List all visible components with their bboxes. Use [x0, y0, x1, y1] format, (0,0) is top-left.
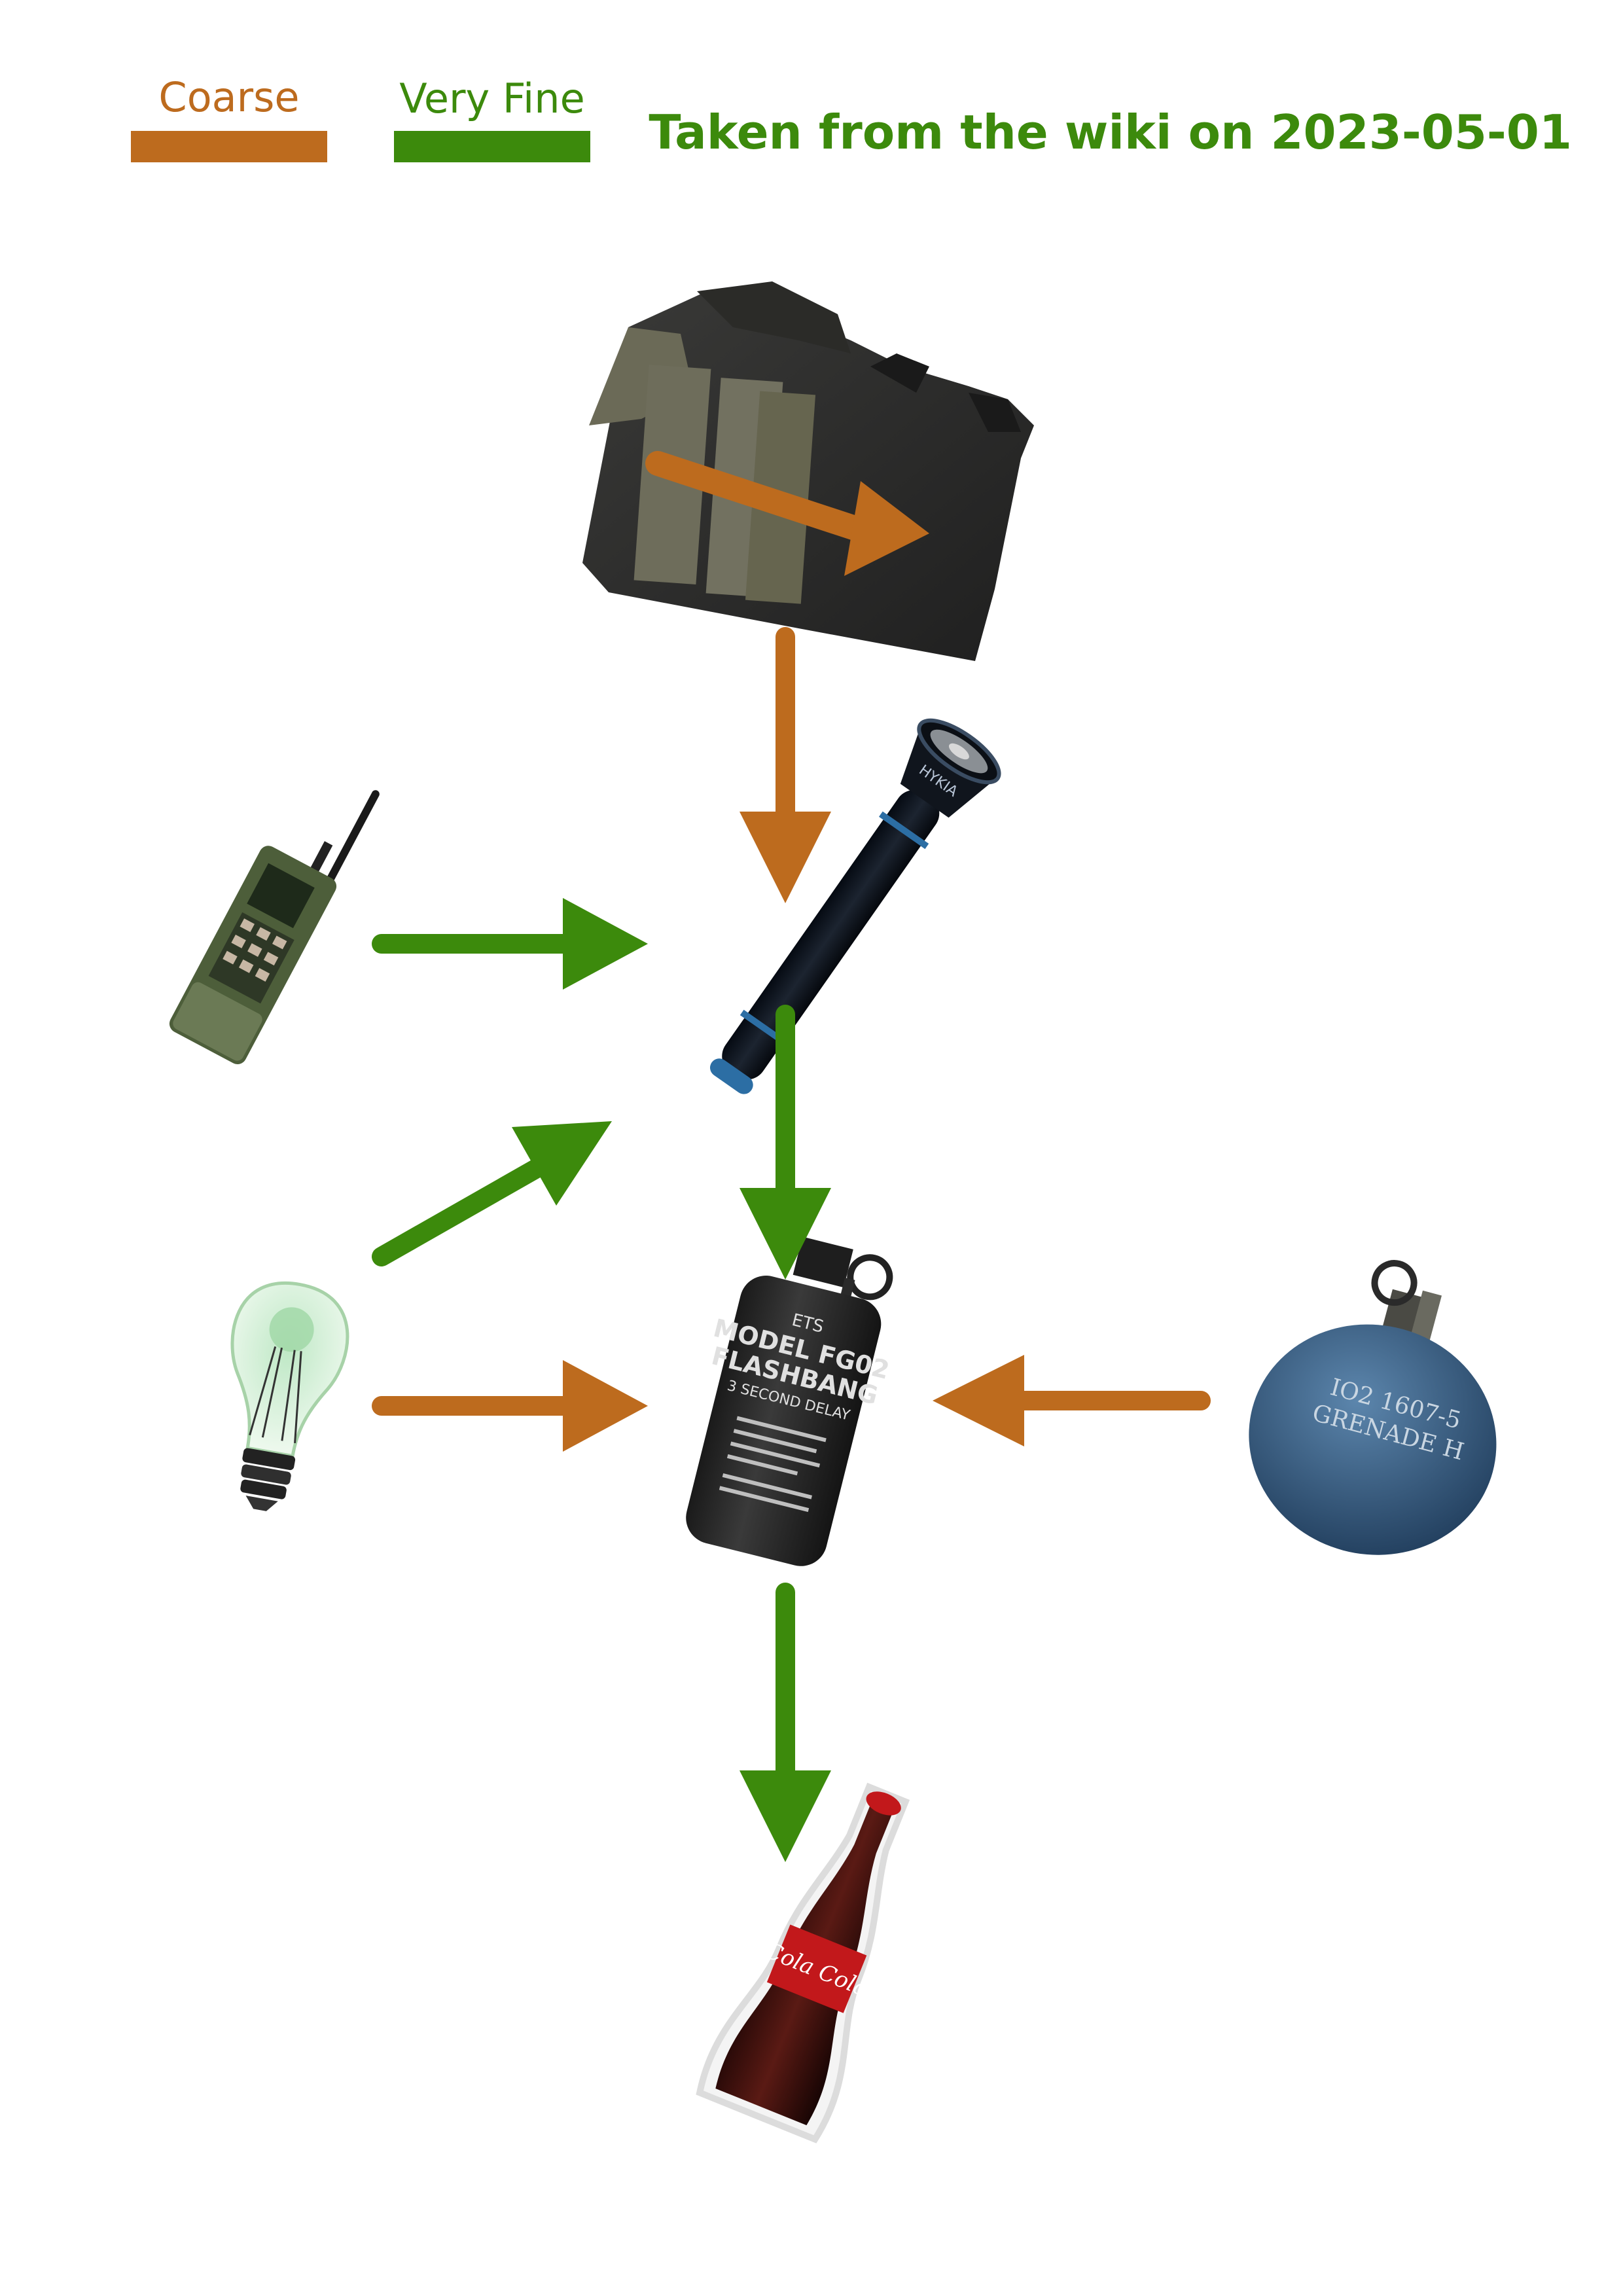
legend-coarse-label: Coarse	[158, 73, 300, 121]
arrow-head	[740, 1188, 831, 1280]
arrow-vest-internal	[645, 451, 889, 548]
handheld-radio-icon	[169, 790, 380, 1064]
arrow-head	[844, 481, 929, 576]
arrow-head	[563, 1360, 648, 1452]
flashbang-grenade-icon: ETS MODEL FG02 FLASHBANG 3 SECOND DELAY	[686, 1236, 893, 1566]
arrow-head	[933, 1355, 1024, 1446]
light-bulb-icon	[230, 1282, 349, 1511]
legend-very-fine-swatch	[394, 131, 590, 162]
recipe-arrows	[372, 451, 1211, 1862]
arrow-head	[740, 1770, 831, 1862]
flashlight-icon: HYKIA	[709, 718, 1001, 1094]
arrow-head	[740, 812, 831, 903]
legend-coarse-swatch	[131, 131, 327, 162]
blue-grenade-icon: IO2 1607-5 GRENADE H	[1249, 1260, 1497, 1555]
arrow-head	[512, 1121, 612, 1206]
arrow-head	[563, 898, 648, 990]
arrow-lightbulb-to-flashlight	[372, 1158, 546, 1266]
source-caption: Taken from the wiki on 2023-05-01	[649, 105, 1572, 160]
body-armor-vest-icon	[582, 281, 1034, 661]
legend-very-fine-label: Very Fine	[399, 75, 585, 122]
cola-bottle-icon: Cola Cola	[696, 1782, 910, 2144]
